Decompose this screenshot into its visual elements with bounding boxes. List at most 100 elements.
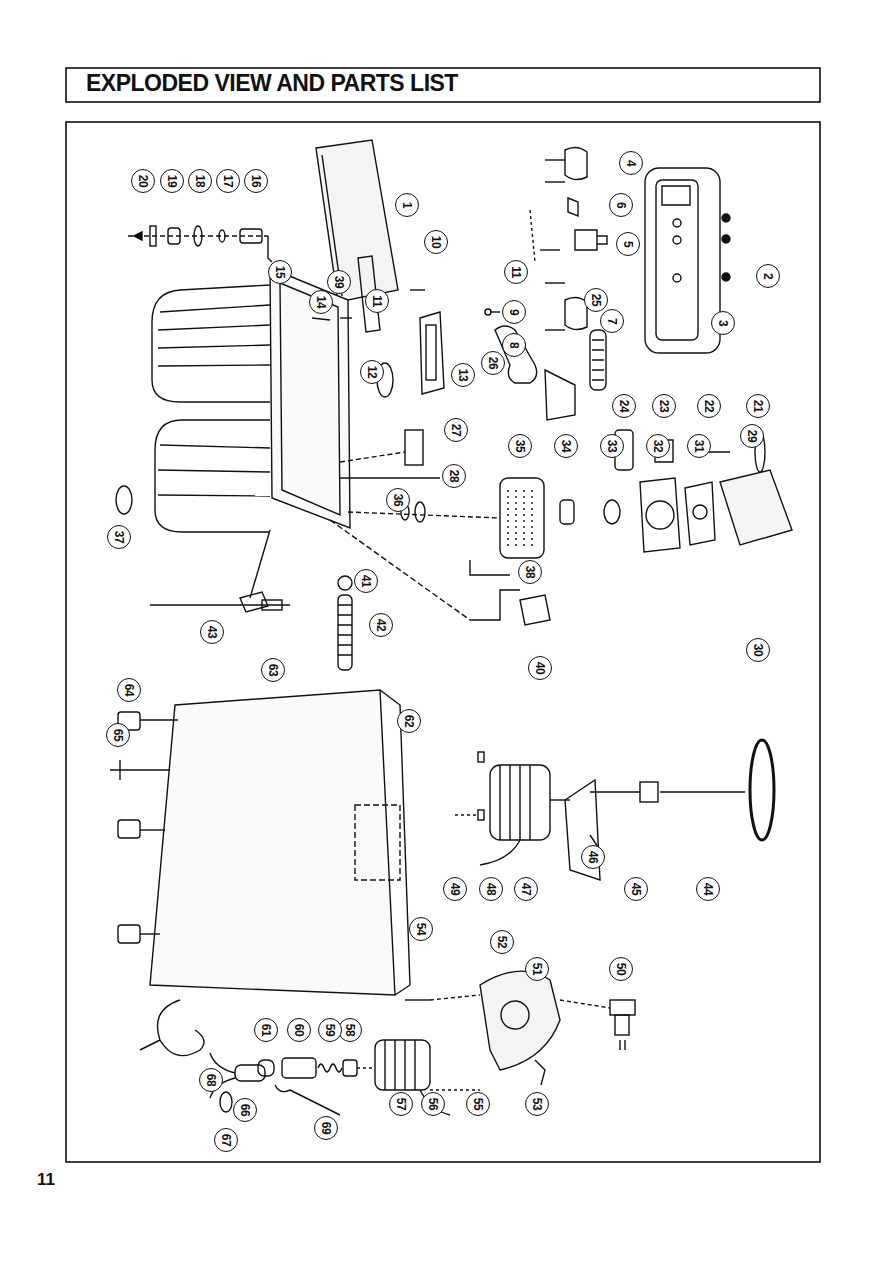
- callout-number: 63: [261, 658, 285, 682]
- callout-text: 36: [391, 494, 405, 506]
- callout-text: 20: [136, 175, 150, 187]
- callout-text: 1: [400, 202, 414, 208]
- callout-text: 52: [495, 936, 509, 948]
- callout-text: 69: [319, 1122, 333, 1134]
- callout-text: 12: [365, 366, 379, 378]
- callout-number: 59: [318, 1018, 342, 1042]
- callout-number: 8: [502, 333, 526, 357]
- callout-number: 67: [214, 1128, 238, 1152]
- callout-number: 51: [525, 957, 549, 981]
- callout-text: 10: [429, 236, 443, 248]
- callout-text: 29: [745, 430, 759, 442]
- callout-text: 60: [292, 1024, 306, 1036]
- callout-text: 47: [519, 883, 533, 895]
- callout-text: 37: [112, 531, 126, 543]
- callout-text: 16: [249, 175, 263, 187]
- callout-text: 19: [165, 175, 179, 187]
- callout-number: 45: [624, 877, 648, 901]
- callout-number: 3: [711, 311, 735, 335]
- callout-number: 53: [525, 1092, 549, 1116]
- callout-number: 5: [616, 232, 640, 256]
- callout-text: 32: [651, 440, 665, 452]
- callout-text: 33: [605, 440, 619, 452]
- callout-text: 4: [624, 160, 638, 166]
- callout-text: 50: [614, 963, 628, 975]
- callout-text: 11: [509, 266, 523, 278]
- callout-number: 33: [600, 434, 624, 458]
- callout-text: 14: [314, 296, 328, 308]
- callout-text: 6: [614, 202, 628, 208]
- callout-number: 26: [481, 351, 505, 375]
- callout-text: 24: [617, 400, 631, 412]
- callout-text: 38: [523, 566, 537, 578]
- callout-number: 66: [233, 1098, 257, 1122]
- callout-number: 38: [518, 560, 542, 584]
- callout-text: 17: [221, 175, 235, 187]
- callout-text: 5: [621, 241, 635, 247]
- callout-number: 47: [514, 877, 538, 901]
- callout-text: 11: [370, 295, 384, 307]
- callout-number: 23: [652, 394, 676, 418]
- callout-number: 11: [365, 289, 389, 313]
- callout-number: 34: [554, 434, 578, 458]
- callout-number: 17: [216, 169, 240, 193]
- callout-number: 68: [199, 1068, 223, 1092]
- callout-number: 20: [131, 169, 155, 193]
- callout-number: 54: [409, 917, 433, 941]
- callout-number: 56: [421, 1092, 445, 1116]
- callout-text: 42: [374, 619, 388, 631]
- callout-number: 18: [188, 169, 212, 193]
- callout-number: 21: [746, 394, 770, 418]
- callout-text: 62: [402, 715, 416, 727]
- callout-text: 44: [701, 883, 715, 895]
- callout-text: 65: [111, 729, 125, 741]
- callout-number: 25: [584, 288, 608, 312]
- callout-text: 39: [332, 276, 346, 288]
- callout-number: 4: [619, 151, 643, 175]
- callout-text: 8: [507, 342, 521, 348]
- callout-text: 43: [205, 626, 219, 638]
- callout-text: 58: [343, 1024, 357, 1036]
- callout-number: 48: [479, 877, 503, 901]
- callout-text: 35: [513, 440, 527, 452]
- callout-text: 26: [486, 357, 500, 369]
- callout-number: 50: [609, 957, 633, 981]
- callout-number: 57: [389, 1092, 413, 1116]
- callout-number: 29: [740, 424, 764, 448]
- callout-text: 49: [448, 883, 462, 895]
- callout-text: 7: [605, 318, 619, 324]
- callout-number: 41: [354, 569, 378, 593]
- callout-number: 19: [160, 169, 184, 193]
- callout-text: 27: [449, 424, 463, 436]
- callout-number: 15: [268, 260, 292, 284]
- callout-text: 55: [471, 1098, 485, 1110]
- callout-number: 62: [397, 709, 421, 733]
- callout-text: 68: [204, 1074, 218, 1086]
- callout-number: 13: [451, 363, 475, 387]
- callout-text: 3: [716, 320, 730, 326]
- callout-number: 27: [444, 418, 468, 442]
- callout-number: 36: [386, 488, 410, 512]
- callout-number: 24: [612, 394, 636, 418]
- callout-number: 14: [309, 290, 333, 314]
- callout-text: 23: [657, 400, 671, 412]
- callout-text: 9: [507, 309, 521, 315]
- callout-text: 53: [530, 1098, 544, 1110]
- callout-text: 57: [394, 1098, 408, 1110]
- page-title: EXPLODED VIEW AND PARTS LIST: [86, 70, 458, 97]
- callout-number: 39: [327, 270, 351, 294]
- callout-number: 55: [466, 1092, 490, 1116]
- callout-text: 51: [530, 963, 544, 975]
- callout-number: 32: [646, 434, 670, 458]
- callout-number: 65: [106, 723, 130, 747]
- callout-number: 37: [107, 525, 131, 549]
- callout-number: 31: [687, 434, 711, 458]
- callout-text: 67: [219, 1134, 233, 1146]
- callout-number: 46: [581, 845, 605, 869]
- callout-text: 46: [586, 851, 600, 863]
- callout-text: 31: [692, 440, 706, 452]
- callout-text: 54: [414, 923, 428, 935]
- callout-text: 56: [426, 1098, 440, 1110]
- callout-text: 41: [359, 575, 373, 587]
- callout-text: 64: [122, 684, 136, 696]
